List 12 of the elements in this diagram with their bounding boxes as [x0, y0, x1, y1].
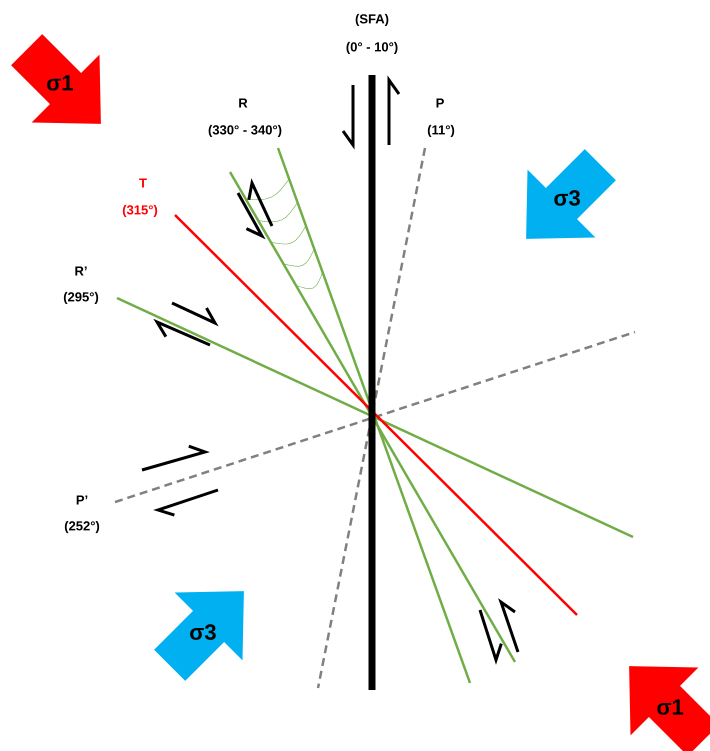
line-label: R’	[75, 266, 87, 276]
line-label: (315°)	[122, 204, 158, 218]
line-label: (SFA)	[356, 14, 388, 26]
line-label: P’	[76, 496, 88, 504]
line-label: (0° - 10°)	[346, 42, 398, 54]
line-label: (330° - 340°)	[208, 124, 282, 138]
line-label: (295°)	[64, 292, 98, 304]
line-label: T	[139, 178, 147, 188]
line-label: R	[239, 98, 248, 108]
line-label: P	[436, 98, 444, 108]
line-label: (252°)	[64, 520, 100, 534]
line-label: (11°)	[428, 124, 454, 138]
